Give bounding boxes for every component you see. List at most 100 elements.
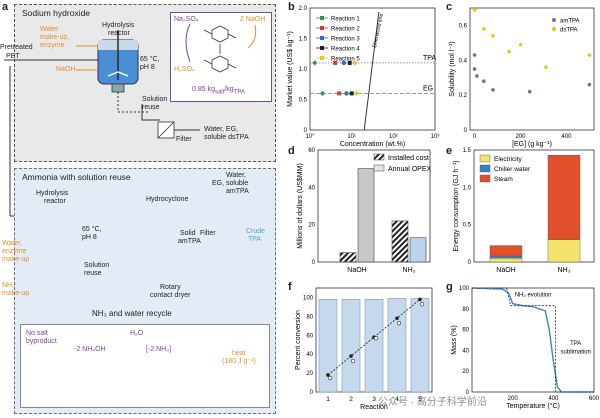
chart-c-xlabel: [EG] (g kg⁻¹) xyxy=(512,141,552,148)
chart-c-point xyxy=(481,26,486,32)
chart-b-point xyxy=(341,60,347,66)
enzyme-label: enzyme xyxy=(40,42,65,49)
chart-e-xtick: NH₃ xyxy=(558,267,571,274)
chart-d-ytick: 60 xyxy=(308,148,315,154)
panel-letter-a: a xyxy=(2,1,9,13)
panel-letter-f: f xyxy=(288,281,292,293)
chart-c-point xyxy=(472,67,477,71)
chart-b-point xyxy=(347,60,352,65)
chart-c-point xyxy=(491,88,495,92)
chart-d-xtick: NaOH xyxy=(347,267,366,274)
pretreated-label: Pretreated xyxy=(0,44,33,51)
chart-e-bar xyxy=(547,155,581,240)
chart-e-legend-text: Electricity xyxy=(494,156,523,163)
chart-b-ylabel: Market value (US$ kg⁻¹) xyxy=(287,31,294,107)
chart-g-annot: NH₃ evolution xyxy=(515,292,552,298)
chart-b-legend-marker xyxy=(320,16,324,20)
solution-label: Solution xyxy=(142,96,168,103)
chart-e-bar xyxy=(547,239,581,263)
chart-c-point xyxy=(475,74,479,78)
chart-e-bar xyxy=(489,245,523,257)
reuse-label: reuse xyxy=(142,104,160,111)
chart-c-ytick: 0.6 xyxy=(459,23,468,29)
chart-f-open-point xyxy=(350,358,356,364)
chart-g-xtick: 400 xyxy=(548,396,559,402)
chart-c-frame xyxy=(469,7,595,131)
chart-b-sherwood-label: Sherwood line xyxy=(372,13,385,48)
chart-d-ylabel: Millions of dollars (US$MM) xyxy=(297,163,304,249)
chart-f-open-point xyxy=(419,302,425,307)
chart-c-point xyxy=(527,89,532,94)
chart-f-open-point xyxy=(327,375,333,381)
salt-ratio-label: 0.85 kgsalt/kgTPA xyxy=(192,86,245,96)
chart-b-legend-marker xyxy=(320,56,324,60)
makeup-label: make-up, xyxy=(40,34,70,41)
chart-b-legend-text: Reaction 2 xyxy=(331,27,360,33)
chart-d-bar xyxy=(391,220,409,263)
chart-b-point xyxy=(312,60,318,66)
chart-e-legend-marker xyxy=(479,154,491,163)
chart-b-reflabel: EG xyxy=(423,85,433,92)
makeup2-label: make-up xyxy=(2,256,30,263)
chart-g-line xyxy=(471,287,594,393)
chart-b-xlabel: Concentration (wt.%) xyxy=(340,141,405,148)
chart-c-ylabel: Solubility (mol l⁻¹) xyxy=(449,41,456,96)
chart-e-ytick: 1.5 xyxy=(463,148,472,154)
chart-c-legend-text: amTPA xyxy=(560,19,580,25)
rotary-label: Rotary xyxy=(160,284,181,291)
chart-b-point xyxy=(337,91,342,96)
chart-f-point xyxy=(395,316,399,321)
water2-label: Water, xyxy=(2,240,22,247)
output-dstpa-label: soluble dsTPA xyxy=(204,134,249,141)
panel-letter-b: b xyxy=(288,1,295,13)
ph2-label: pH 8 xyxy=(82,234,97,241)
chart-b-ytick: 1.0 xyxy=(299,67,308,73)
chart-f-bar xyxy=(318,299,338,393)
chart-b-legend-text: Reaction 3 xyxy=(331,37,360,43)
chart-d-legend-text: Installed cost xyxy=(388,155,429,162)
chart-c-xtick: 0 xyxy=(473,134,477,140)
chart-f-xtick: 5 xyxy=(418,396,422,403)
chart-c-point xyxy=(506,49,512,54)
output-water-eg-label: Water, EG, xyxy=(204,126,238,133)
chart-c-point xyxy=(490,33,496,39)
chart-d-legend-text: Annual OPEX xyxy=(388,166,432,173)
na2so4-label: Na₂SO₄ xyxy=(174,16,199,23)
chart-d-legend-marker xyxy=(373,164,385,172)
chart-c-point xyxy=(481,79,486,83)
water-label: Water xyxy=(40,26,59,33)
water-out3-label: amTPA xyxy=(226,188,249,195)
chart-f-xtick: 4 xyxy=(395,396,399,403)
chart-b-legend-text: Reaction 1 xyxy=(331,17,360,23)
hydrolysis-label: Hydrolysis xyxy=(102,22,135,29)
chart-f-ytick: 80 xyxy=(306,314,313,320)
chart-b-point xyxy=(349,91,354,96)
crude-tpa-label: TPA xyxy=(248,236,262,243)
chart-d-legend-marker xyxy=(373,153,385,161)
nh4oh-label: -2 NH₄OH xyxy=(74,346,106,353)
chart-b-legend-marker xyxy=(320,36,324,40)
chart-b-ytick: 0.5 xyxy=(299,98,308,104)
contact-dryer-label: contact dryer xyxy=(150,292,191,299)
chart-f-ytick: 20 xyxy=(306,371,313,377)
chart-g-ytick: 80 xyxy=(462,307,469,313)
chart-f-xlabel: Reaction xyxy=(360,404,388,411)
two-naoh-label: 2 NaOH xyxy=(240,16,266,23)
chart-c-ytick: 0.2 xyxy=(459,93,468,99)
solid-label: Solid xyxy=(180,230,196,237)
chart-e-ytick: 0.5 xyxy=(463,223,472,229)
chart-f-point xyxy=(349,354,353,358)
chart-f-ytick: 100 xyxy=(303,295,314,301)
chart-b-frame xyxy=(309,7,436,131)
chart-d-bar xyxy=(409,237,427,263)
chart-d-ytick: 0 xyxy=(312,260,316,266)
reaction-inset xyxy=(20,324,270,408)
reuse2-label: reuse xyxy=(84,270,102,277)
chart-f-ytick: 60 xyxy=(306,333,313,339)
hydrolysis2-label: Hydrolysis xyxy=(36,190,69,197)
chart-b-legend-text: Reaction 4 xyxy=(331,47,360,53)
chart-g-ytick: 0 xyxy=(466,390,470,396)
chart-e-xtick: NaOH xyxy=(496,267,515,274)
chart-f-bar xyxy=(364,299,384,393)
